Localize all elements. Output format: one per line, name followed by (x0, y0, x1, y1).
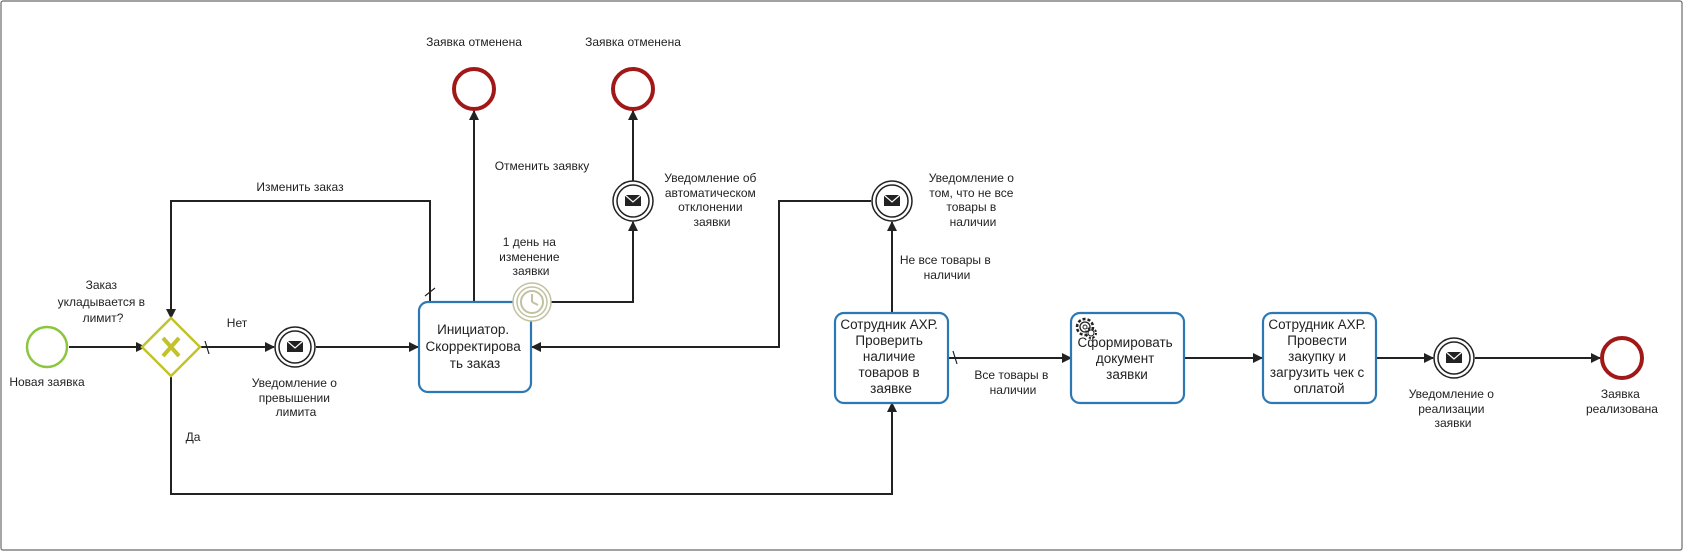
clock-icon (520, 290, 544, 314)
task-check-availability[interactable]: Сотрудник АХР. Проверить наличие товаров… (833, 311, 950, 405)
gear-icon (1075, 317, 1097, 339)
flow-not-all-message-to-initiator[interactable] (531, 200, 871, 352)
message-event-not-all[interactable] (871, 180, 913, 222)
flow-initiator-change-order-to-gateway[interactable] (166, 200, 431, 319)
sequence-flows (69, 110, 1601, 495)
message-event-done-label: Уведомление о реализации заявки (1409, 387, 1498, 430)
message-event-limit[interactable] (274, 326, 316, 368)
timer-event-label: 1 день на изменение заявки (499, 235, 563, 278)
end-event-done[interactable] (1600, 336, 1644, 380)
task-purchase[interactable]: Сотрудник АХР. Провести закупку и загруз… (1261, 311, 1378, 405)
flow-default-marker-3 (952, 350, 958, 365)
gateway-label: Заказ укладывается в лимит? (58, 278, 149, 325)
task-purchase-label: Сотрудник АХР. Провести закупку и загруз… (1268, 317, 1369, 396)
flow-label-not-all: Не все товары в наличии (900, 253, 994, 282)
timer-boundary-event[interactable] (512, 282, 552, 322)
start-event-label: Новая заявка (9, 375, 85, 389)
flow-gateway-yes-to-check[interactable] (170, 377, 897, 495)
flow-label-cancel-request: Отменить заявку (495, 159, 590, 173)
flow-default-marker-2 (424, 287, 436, 297)
task-initiator-label: Инициатор. Скорректирова ть заказ (426, 322, 525, 371)
end-event-cancel-1-label: Заявка отменена (426, 35, 522, 49)
flow-default-marker (204, 340, 210, 355)
task-form-doc-label: Сформировать документ заявки (1078, 335, 1177, 382)
x-icon (161, 336, 181, 358)
end-event-cancel-2-label: Заявка отменена (585, 35, 681, 49)
end-event-cancel-2[interactable] (611, 67, 655, 111)
task-check-label: Сотрудник АХР. Проверить наличие товаров… (840, 317, 941, 396)
gateway-limit-check[interactable] (140, 316, 202, 378)
flow-label-change-order: Изменить заказ (256, 180, 344, 194)
task-form-document[interactable]: Сформировать документ заявки (1069, 311, 1186, 405)
envelope-icon (1445, 351, 1463, 363)
end-event-done-label: Заявка реализована (1586, 387, 1658, 416)
message-event-auto-reject-label: Уведомление об автоматическом отклонении… (664, 171, 759, 229)
envelope-icon (286, 340, 304, 352)
flow-label-yes: Да (186, 430, 201, 444)
task-initiator-correct-order[interactable]: Инициатор. Скорректирова ть заказ (417, 300, 533, 394)
message-event-auto-reject[interactable] (612, 180, 654, 222)
message-event-limit-label: Уведомление о превышении лимита (252, 376, 341, 419)
message-event-not-all-label: Уведомление о том, что не все товары в н… (929, 171, 1018, 229)
end-event-cancel-1[interactable] (452, 67, 496, 111)
start-event[interactable] (25, 325, 69, 369)
flow-label-no: Нет (227, 316, 248, 330)
envelope-icon (883, 194, 901, 206)
envelope-icon (624, 194, 642, 206)
flow-timer-to-auto-reject-message[interactable] (550, 221, 638, 303)
flow-label-all: Все товары в наличии (974, 368, 1051, 397)
message-event-done[interactable] (1433, 337, 1475, 379)
